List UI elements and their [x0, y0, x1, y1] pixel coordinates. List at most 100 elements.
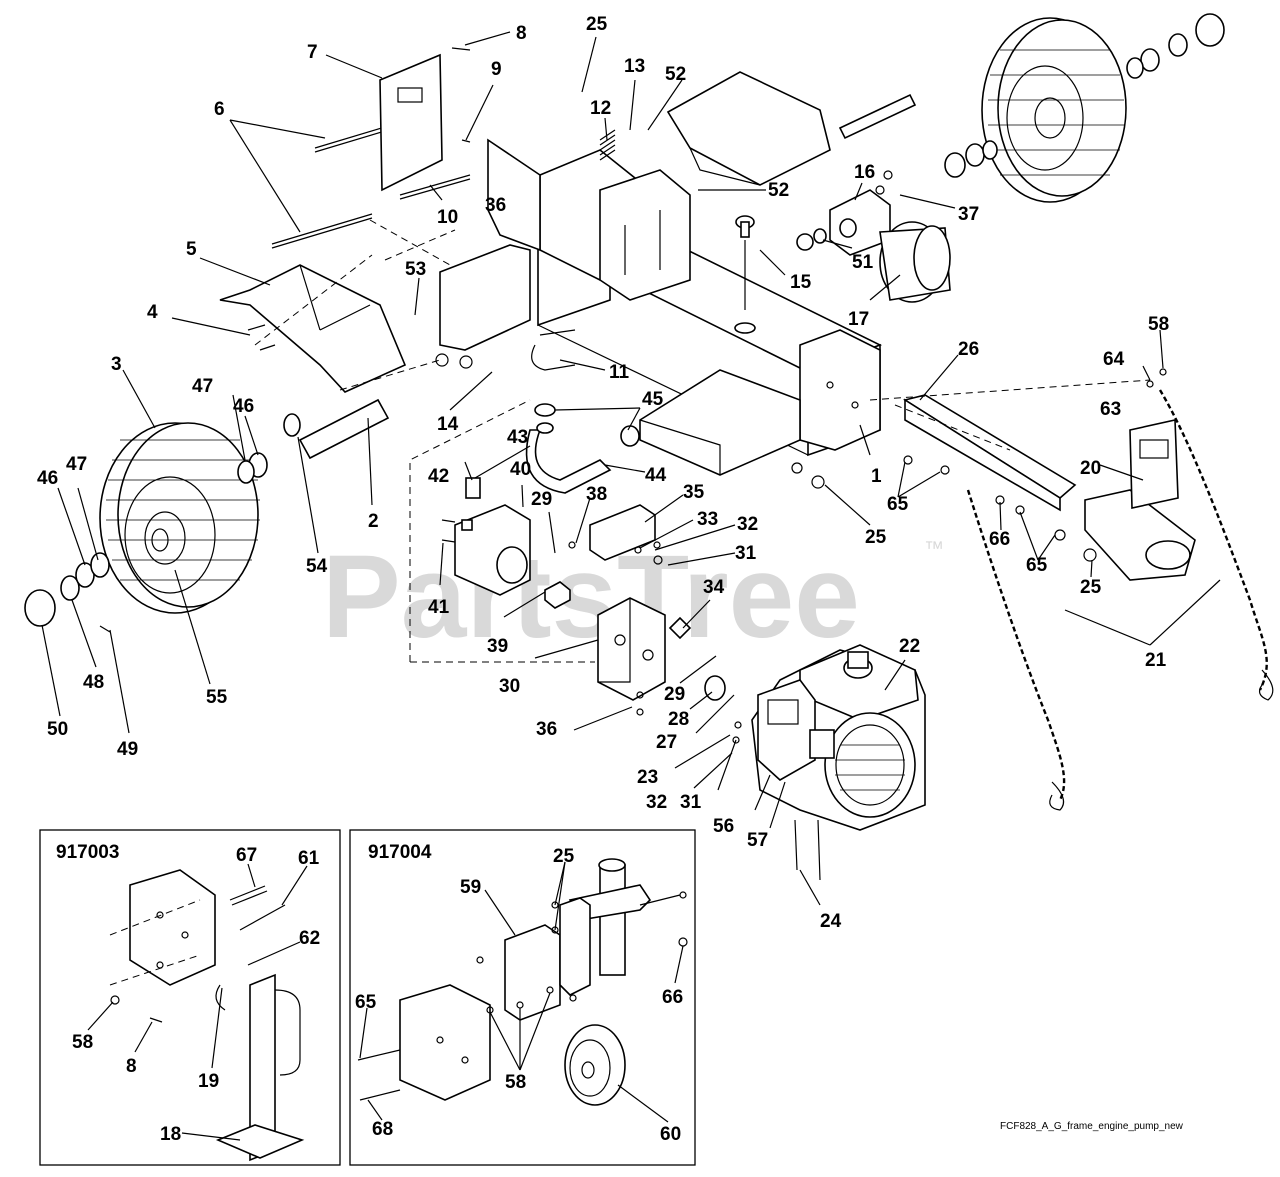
callout-66: 66	[989, 529, 1010, 550]
callout-34: 34	[703, 577, 725, 598]
callout-9: 9	[491, 59, 502, 80]
callout-49: 49	[117, 739, 138, 760]
engine-drawing	[732, 644, 926, 881]
inset1-callout-61: 61	[298, 848, 320, 869]
callout-33: 33	[697, 509, 718, 530]
callout-10: 10	[437, 207, 458, 228]
callout-32a: 32	[737, 514, 758, 535]
inset2-callout-66: 66	[662, 987, 683, 1008]
callout-46b: 46	[37, 468, 58, 489]
callout-48: 48	[83, 672, 104, 693]
inset2-callout-59: 59	[460, 877, 481, 898]
callout-4: 4	[147, 302, 158, 323]
callout-37: 37	[958, 204, 979, 225]
callout-44: 44	[645, 465, 667, 486]
callout-25a: 25	[586, 14, 608, 35]
callout-5: 5	[186, 239, 197, 260]
callout-65a: 65	[887, 494, 909, 515]
callout-14: 14	[437, 414, 459, 435]
safety-chains-drawing	[966, 389, 1274, 811]
leader-lines	[41, 31, 1221, 1141]
callout-30: 30	[499, 676, 520, 697]
callout-12: 12	[590, 98, 611, 119]
diagram-filename: FCF828_A_G_frame_engine_pump_new	[1000, 1121, 1184, 1132]
callout-3: 3	[111, 354, 122, 375]
callout-28: 28	[668, 709, 689, 730]
callout-25b: 25	[865, 527, 887, 548]
callout-55: 55	[206, 687, 228, 708]
callout-41: 41	[428, 597, 450, 618]
right-wheel-drawing	[838, 13, 1225, 203]
inset-917004-title: 917004	[368, 842, 432, 863]
callout-36a: 36	[485, 195, 506, 216]
callout-36b: 36	[536, 719, 557, 740]
inset2-callout-68: 68	[372, 1119, 393, 1140]
callout-7: 7	[307, 42, 318, 63]
callout-35: 35	[683, 482, 705, 503]
inset-917003-title: 917003	[56, 842, 119, 863]
callout-47b: 47	[66, 454, 87, 475]
callout-38: 38	[586, 484, 607, 505]
inset1-callout-62: 62	[299, 928, 320, 949]
callout-56: 56	[713, 816, 734, 837]
callout-1: 1	[871, 466, 882, 487]
callout-42: 42	[428, 466, 449, 487]
callout-8: 8	[516, 23, 527, 44]
callout-40: 40	[510, 459, 531, 480]
callout-21: 21	[1145, 650, 1167, 671]
callout-17: 17	[848, 309, 869, 330]
callout-24: 24	[820, 911, 842, 932]
callout-57: 57	[747, 830, 768, 851]
inset2-callout-65: 65	[355, 992, 377, 1013]
callout-63: 63	[1100, 399, 1121, 420]
left-wheel-drawing	[24, 398, 390, 633]
pump-assembly-drawing	[409, 399, 726, 716]
main-frame-drawing	[435, 71, 1196, 581]
inset1-callout-19: 19	[198, 1071, 219, 1092]
inset1-callout-58: 58	[72, 1032, 93, 1053]
left-parts-drawing	[219, 47, 471, 393]
callout-29b: 29	[664, 684, 685, 705]
callout-54: 54	[306, 556, 328, 577]
callout-51: 51	[852, 252, 874, 273]
callout-47a: 47	[192, 376, 213, 397]
callout-6: 6	[214, 99, 225, 120]
callout-23: 23	[637, 767, 658, 788]
tongue-hardware-drawing	[791, 368, 1167, 562]
callout-53: 53	[405, 259, 426, 280]
inset1-callout-67: 67	[236, 845, 257, 866]
filter-valve-drawing	[599, 129, 951, 310]
callout-2: 2	[368, 511, 379, 532]
inset-917003: 917003	[39, 829, 341, 1166]
callout-50: 50	[47, 719, 68, 740]
callout-46a: 46	[233, 396, 254, 417]
callout-25c: 25	[1080, 577, 1102, 598]
partstree-watermark: PartsTree	[322, 531, 860, 663]
callout-58: 58	[1148, 314, 1169, 335]
callout-31b: 31	[680, 792, 702, 813]
callout-31a: 31	[735, 543, 757, 564]
inset2-callout-25: 25	[553, 846, 575, 867]
callout-13: 13	[624, 56, 645, 77]
callout-labels: 1 2 3 4 5 6 7 8 9 10 11 12 13 14 15 16 1…	[37, 14, 1169, 1145]
callout-15: 15	[790, 272, 812, 293]
callout-27: 27	[656, 732, 677, 753]
callout-39: 39	[487, 636, 508, 657]
callout-65b: 65	[1026, 555, 1048, 576]
callout-52b: 52	[768, 180, 789, 201]
callout-43: 43	[507, 427, 528, 448]
inset2-callout-58: 58	[505, 1072, 526, 1093]
trademark-symbol: ™	[924, 538, 944, 560]
callout-45: 45	[642, 389, 664, 410]
callout-20: 20	[1080, 458, 1101, 479]
callout-16: 16	[854, 162, 875, 183]
callout-52a: 52	[665, 64, 686, 85]
inset2-callout-60: 60	[660, 1124, 681, 1145]
callout-11: 11	[609, 362, 630, 383]
callout-32b: 32	[646, 792, 667, 813]
callout-29a: 29	[531, 489, 552, 510]
callout-22: 22	[899, 636, 920, 657]
inset-917004: 917004	[349, 829, 696, 1166]
callout-64: 64	[1103, 349, 1125, 370]
